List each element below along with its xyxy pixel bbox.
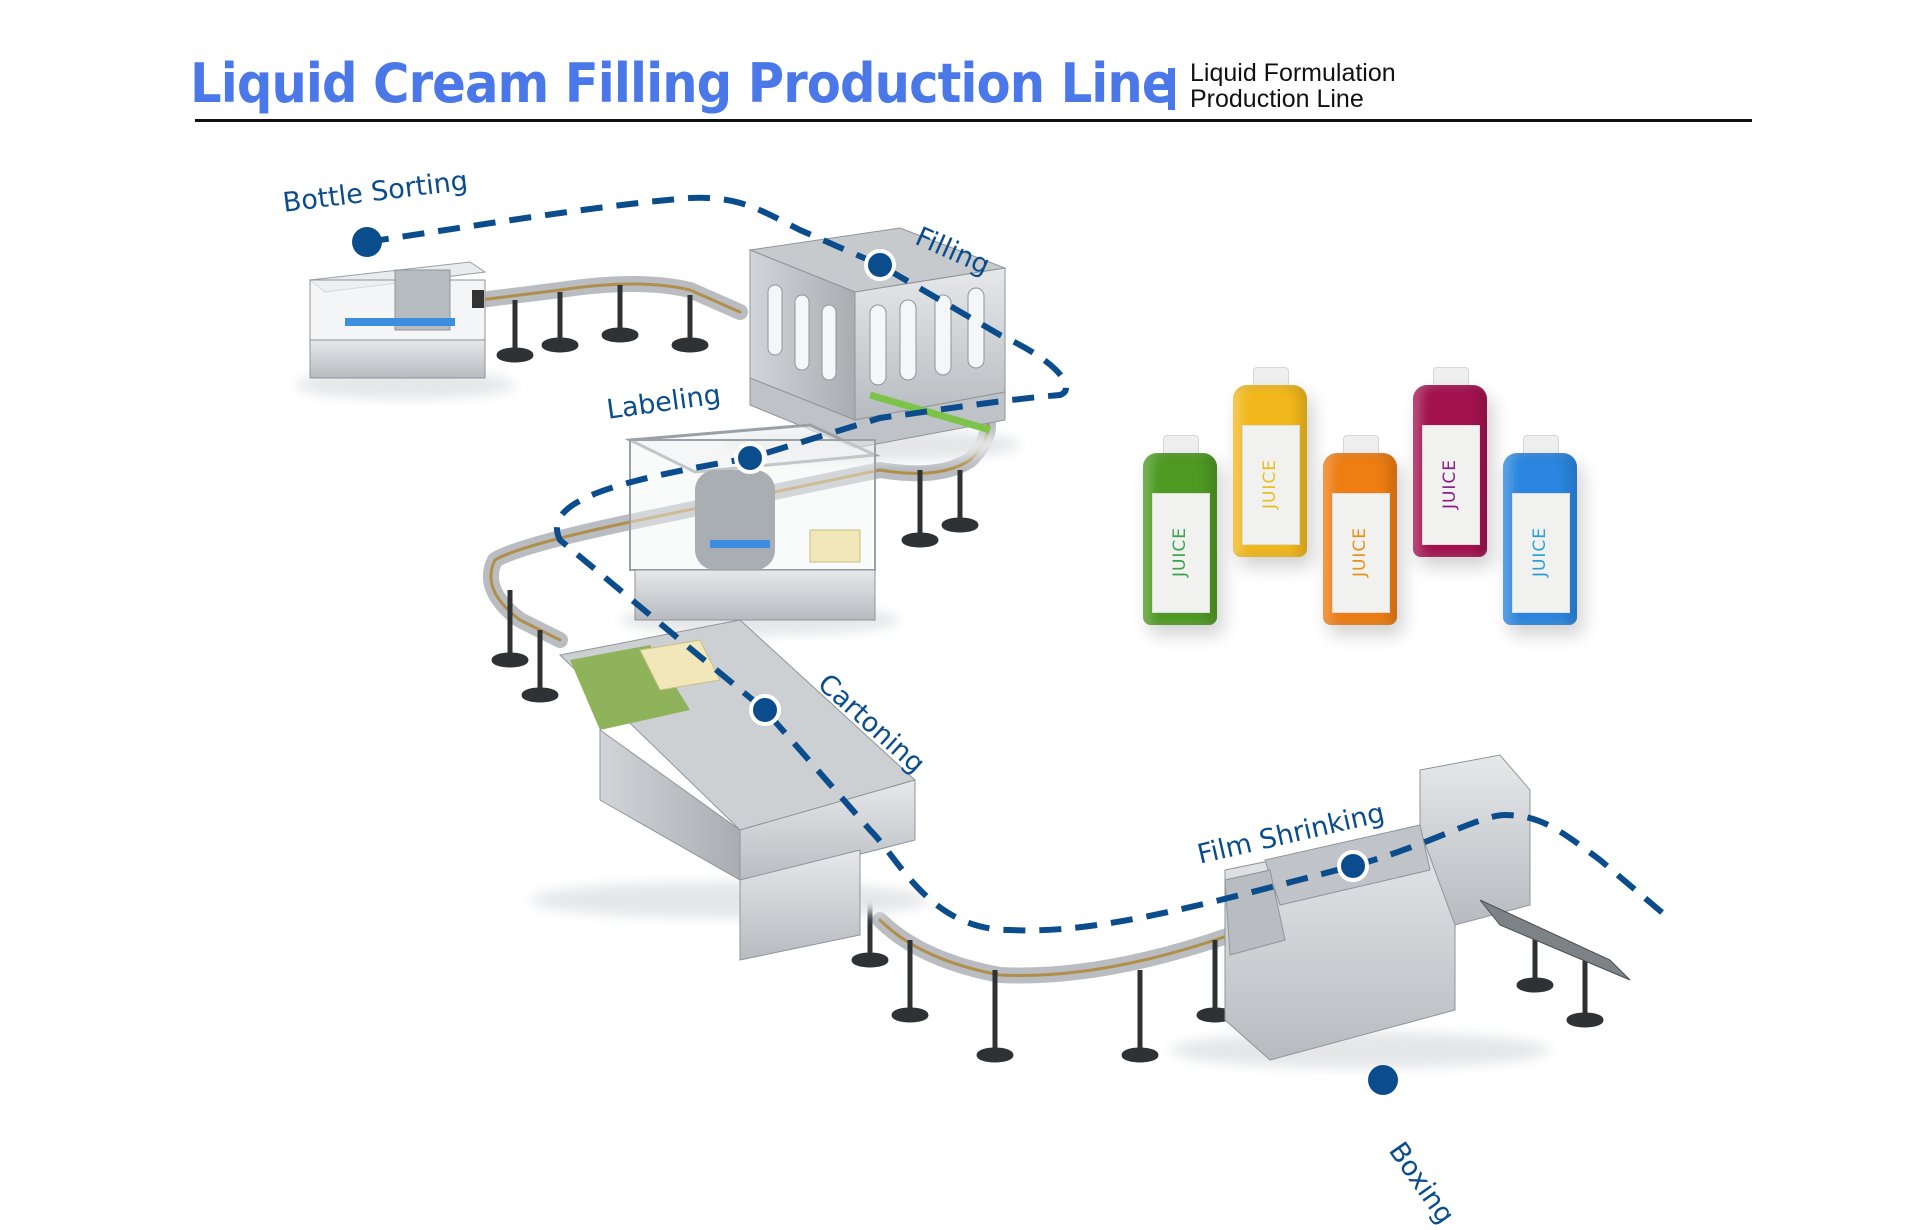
bottle-label-text: JUICE	[1440, 458, 1460, 510]
stage-marker-boxing	[1368, 1065, 1398, 1095]
bottle-label-text: JUICE	[1350, 526, 1370, 578]
machine-cartoning	[530, 619, 930, 961]
bottle-label	[1332, 493, 1390, 613]
stage-marker-film-shrinking	[1337, 850, 1369, 882]
title-divider	[1168, 68, 1175, 110]
bottle-label-text: JUICE	[1260, 458, 1280, 510]
subtitle-line-1: Liquid Formulation	[1190, 59, 1396, 87]
bottle-label	[1242, 425, 1300, 545]
page-title: Liquid Cream Filling Production Line	[190, 52, 1176, 115]
bottle-label-text: JUICE	[1530, 526, 1550, 578]
conveyor-stands	[491, 285, 1604, 1063]
header-rule	[195, 119, 1752, 122]
bottle-label	[1422, 425, 1480, 545]
process-flow-path	[366, 194, 1667, 934]
stage-marker-bottle-sorting	[352, 227, 382, 257]
bottle-label-text: JUICE	[1170, 526, 1190, 578]
juice-bottle: JUICE	[1503, 435, 1577, 627]
machine-bottle-sorting	[295, 261, 515, 399]
stage-marker-cartoning	[749, 694, 781, 726]
stage-marker-labeling	[734, 442, 766, 474]
stage-marker-filling	[864, 249, 896, 281]
juice-bottle: JUICE	[1233, 367, 1307, 559]
juice-bottle: JUICE	[1143, 435, 1217, 627]
page-subtitle: Liquid Formulation Production Line	[1190, 60, 1396, 112]
juice-bottle: JUICE	[1413, 367, 1487, 559]
bottle-label	[1512, 493, 1570, 613]
bottle-label	[1152, 493, 1210, 613]
juice-bottle: JUICE	[1323, 435, 1397, 627]
machine-film-shrinking	[1170, 754, 1631, 1068]
subtitle-line-2: Production Line	[1190, 85, 1364, 113]
